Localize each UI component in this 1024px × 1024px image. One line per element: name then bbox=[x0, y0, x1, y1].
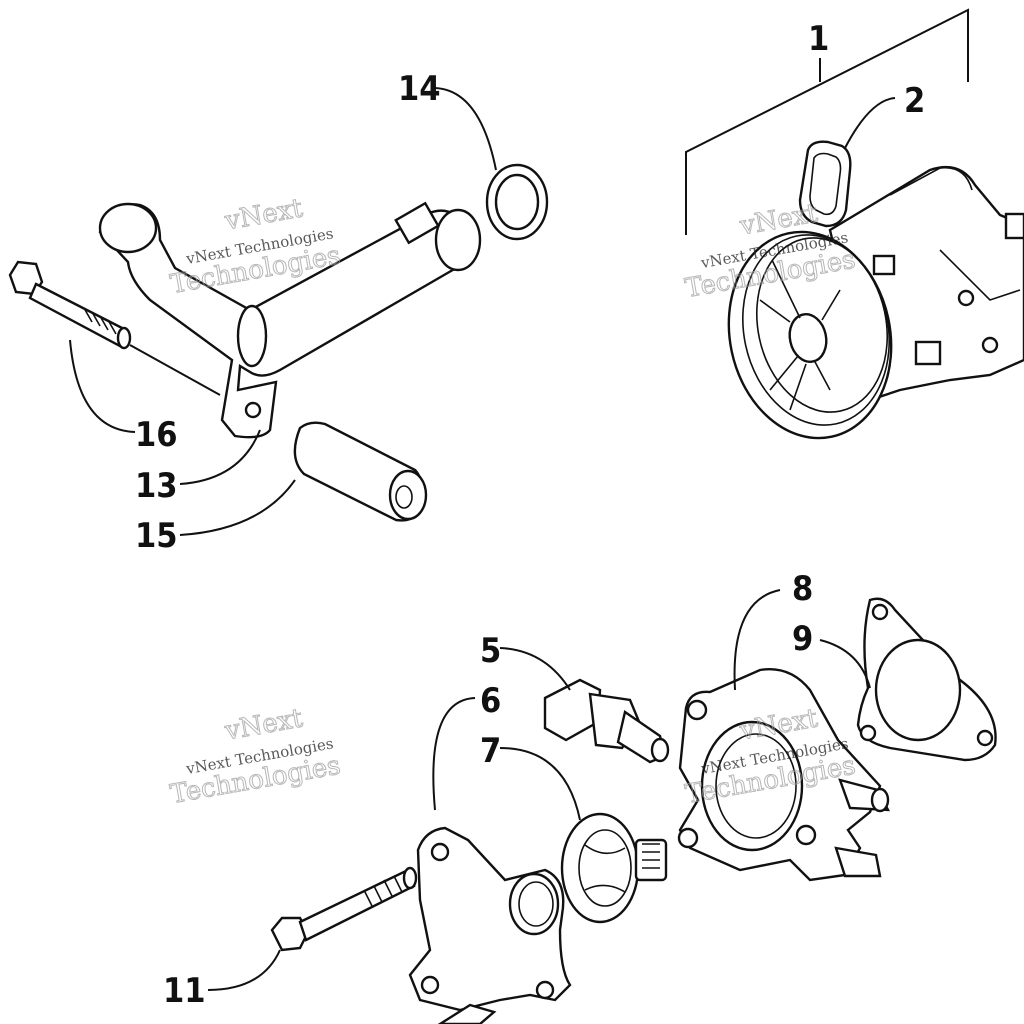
callout-8: 8 bbox=[792, 569, 813, 609]
callout-15: 15 bbox=[135, 516, 178, 556]
callout-11-leader bbox=[207, 949, 281, 991]
callout-5: 5 bbox=[480, 631, 501, 671]
coolant-pipe bbox=[98, 203, 472, 439]
callout-2-leader bbox=[844, 97, 896, 149]
callout-15-leader bbox=[179, 479, 296, 536]
callout-labels: 1 2 14 16 13 15 8 9 5 6 7 11 bbox=[135, 19, 925, 1011]
callout-14: 14 bbox=[398, 69, 441, 109]
hose-clamp bbox=[394, 201, 440, 245]
pipe-inlet bbox=[98, 202, 158, 254]
callout-9-leader bbox=[819, 639, 871, 689]
svg-text:vNext: vNext bbox=[222, 193, 305, 236]
callout-8-leader bbox=[733, 589, 781, 691]
callout-7-leader bbox=[499, 747, 581, 821]
bracket-hole bbox=[244, 401, 262, 419]
callout-16-leader bbox=[69, 339, 136, 433]
pulley-hub bbox=[788, 313, 828, 363]
thermostat-housing bbox=[677, 668, 890, 882]
water-pump-assembly bbox=[685, 8, 1024, 440]
callout-11: 11 bbox=[163, 971, 206, 1011]
callout-5-leader bbox=[499, 647, 571, 691]
coolant-pipe-group bbox=[8, 87, 549, 536]
thermostat bbox=[560, 812, 668, 924]
callout-16: 16 bbox=[135, 415, 178, 455]
callout-1-bracket bbox=[685, 8, 969, 235]
pump-stud bbox=[872, 254, 896, 276]
watermark-3: vNext vNext Technologies Technologies bbox=[168, 703, 344, 811]
callout-7: 7 bbox=[480, 731, 501, 771]
pipe-end-cap bbox=[236, 304, 268, 368]
temperature-sensor bbox=[543, 678, 670, 764]
callout-2: 2 bbox=[904, 81, 925, 121]
svg-text:vNext: vNext bbox=[222, 703, 305, 746]
bolt-11 bbox=[270, 866, 418, 952]
bolt-partial bbox=[437, 1003, 497, 1024]
callout-14-leader bbox=[434, 87, 497, 171]
sleeve-15 bbox=[293, 421, 428, 522]
callout-9: 9 bbox=[792, 619, 813, 659]
callout-6: 6 bbox=[480, 681, 501, 721]
bolt-16 bbox=[8, 260, 132, 350]
housing-gasket bbox=[856, 597, 997, 762]
callout-13-leader bbox=[179, 429, 261, 485]
callout-13: 13 bbox=[135, 466, 178, 506]
thermostat-group bbox=[207, 589, 997, 1024]
callout-6-leader bbox=[432, 697, 476, 811]
pump-bolt-head bbox=[914, 340, 942, 366]
callout-1: 1 bbox=[808, 19, 829, 59]
pipe-outlet bbox=[434, 208, 482, 272]
thermostat-cover-elbow bbox=[408, 826, 572, 1012]
